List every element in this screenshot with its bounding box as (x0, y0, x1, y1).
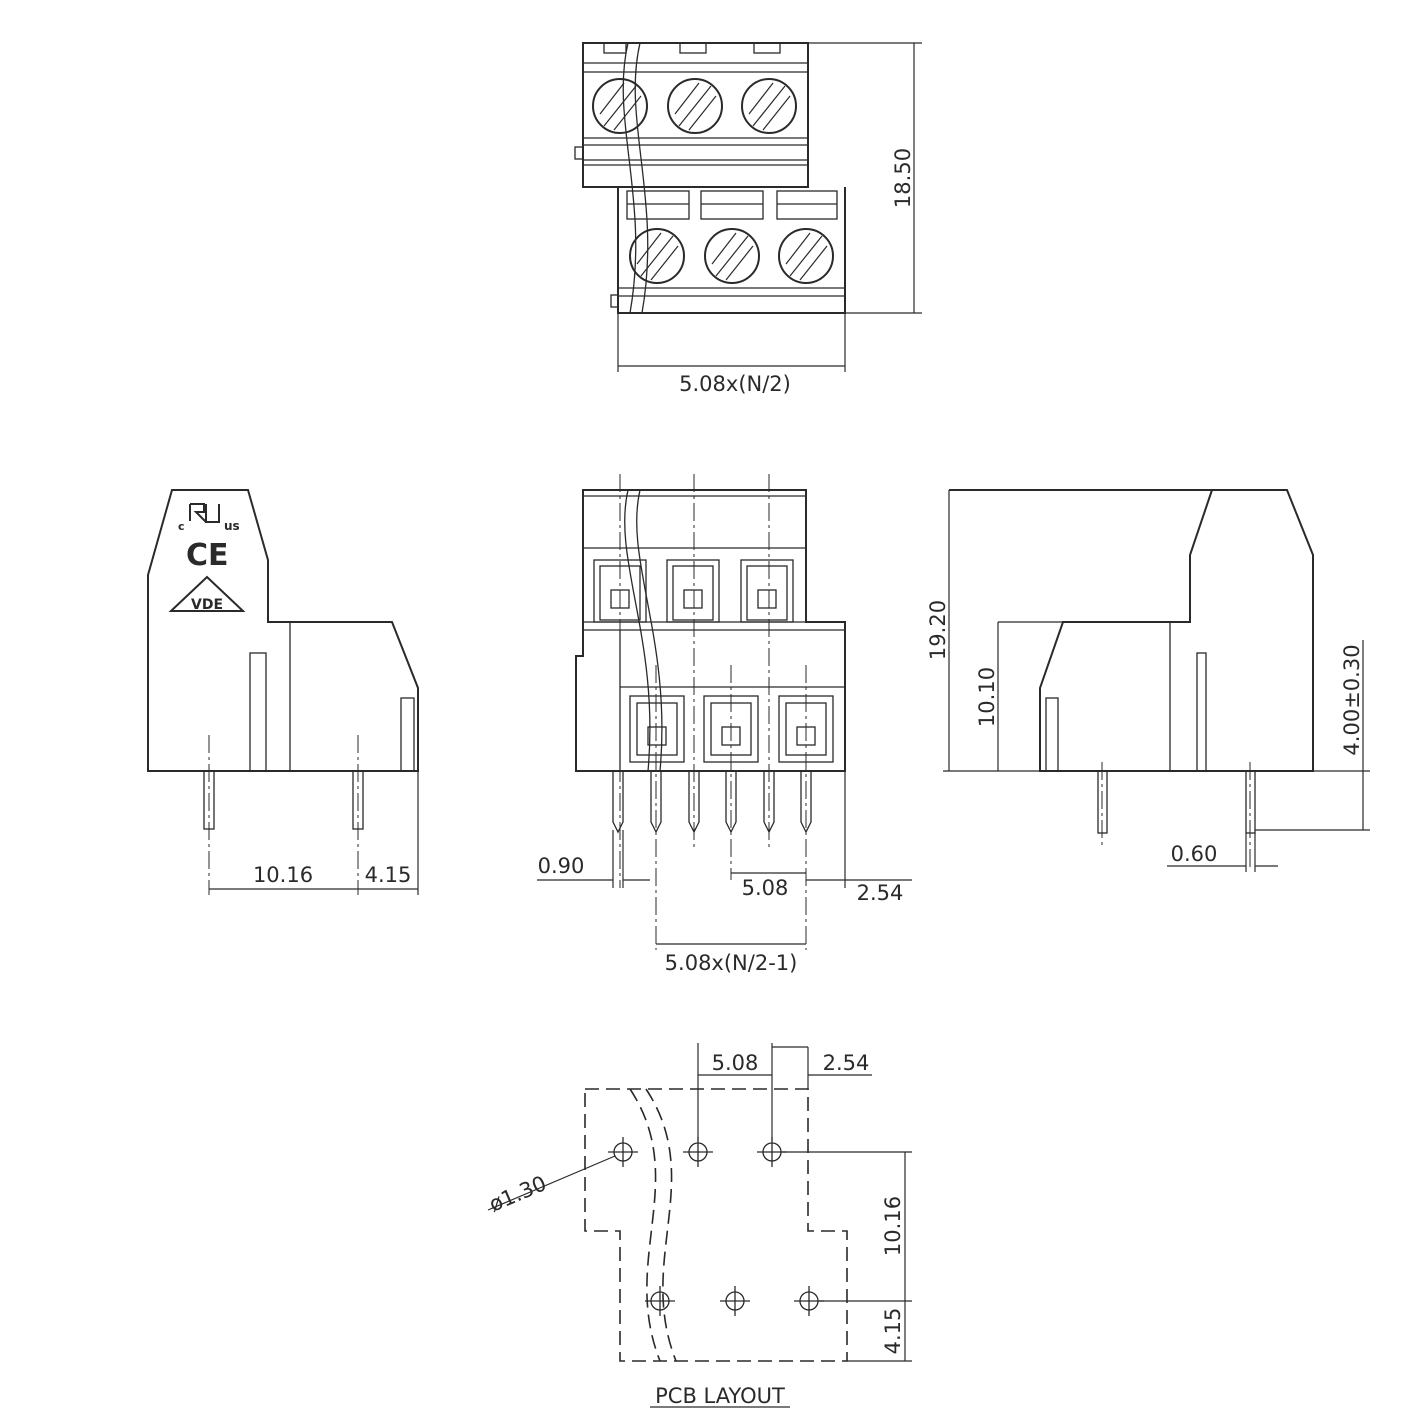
dim-10-16-pcb: 10.16 (881, 1196, 905, 1256)
dim-10-10: 10.10 (975, 667, 999, 727)
front-pins (612, 771, 812, 834)
dim-5-08xn2: 5.08x(N/2) (679, 372, 791, 396)
dim-19-20: 19.20 (926, 600, 950, 660)
dim-4-00: 4.00±0.30 (1340, 644, 1364, 755)
left-side-view: c us CE VDE 10.16 4.15 (147, 489, 419, 895)
pcb-hole-row-bottom (645, 1286, 824, 1316)
dim-4-15-pcb: 4.15 (881, 1308, 905, 1355)
dim-5-08-pcb: 5.08 (712, 1051, 759, 1075)
dim-0-60: 0.60 (1171, 842, 1218, 866)
screw-lower-3 (778, 228, 834, 284)
ul-c-mark: c (178, 520, 185, 533)
pcb-layout-title: PCB LAYOUT (655, 1384, 785, 1408)
dim-hole-diameter: ø1.30 (486, 1171, 550, 1216)
dim-18-50: 18.50 (891, 148, 915, 208)
dim-10-16-left: 10.16 (253, 863, 313, 887)
pcb-layout: 5.08 2.54 ø1.30 10.16 4.15 PCB LAYOUT (486, 1043, 912, 1408)
vde-triangle-icon (168, 575, 246, 612)
dim-2-54-front: 2.54 (857, 881, 904, 905)
screw-upper-1 (592, 78, 648, 134)
ce-mark: CE (186, 538, 229, 573)
screw-upper-2 (667, 78, 723, 134)
dim-0-90: 0.90 (538, 854, 585, 878)
pcb-hole-row-top (608, 1137, 787, 1167)
screw-lower-1 (629, 228, 685, 284)
ul-us-mark: us (224, 519, 240, 533)
ul-logo-icon (189, 503, 220, 523)
screw-upper-3 (741, 78, 797, 134)
dim-2-54-pcb: 2.54 (823, 1051, 870, 1075)
vde-mark: VDE (191, 597, 223, 613)
right-side-view: 19.20 10.10 4.00±0.30 0.60 (926, 489, 1370, 872)
front-view: 0.90 5.08 2.54 5.08x(N/2-1) (537, 474, 912, 975)
dim-4-15-left: 4.15 (365, 863, 412, 887)
dim-5-08xn2-1: 5.08x(N/2-1) (665, 951, 798, 975)
top-view: 18.50 5.08x(N/2) (574, 42, 922, 396)
screw-lower-2 (704, 228, 760, 284)
dim-5-08-front: 5.08 (742, 876, 789, 900)
